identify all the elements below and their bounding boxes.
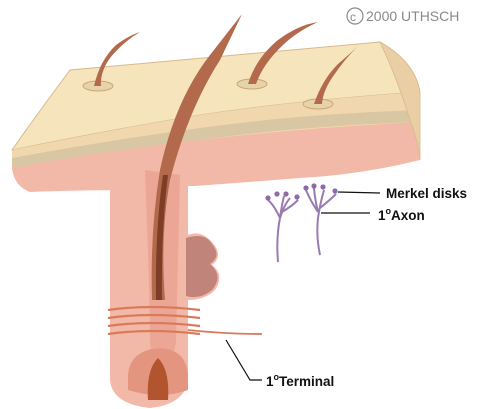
copyright-text: 2000 UTHSCH [366, 8, 459, 24]
terminal-label: 1oTerminal [266, 372, 334, 389]
merkel-complex-left [268, 196, 298, 262]
merkel-complex-right [306, 188, 336, 255]
merkel-disks-leader [338, 192, 380, 193]
copyright-symbol: c [350, 10, 356, 24]
merkel-disks-label: Merkel disks [386, 186, 467, 201]
terminal-label-text: Terminal [279, 374, 334, 389]
axon-label-text: Axon [391, 208, 425, 223]
merkel-disk-dots [265, 183, 337, 200]
copyright-notice: c 2000 UTHSCH [347, 8, 459, 24]
axon-label: 1oAxon [378, 206, 425, 223]
terminal-leader [226, 340, 262, 380]
